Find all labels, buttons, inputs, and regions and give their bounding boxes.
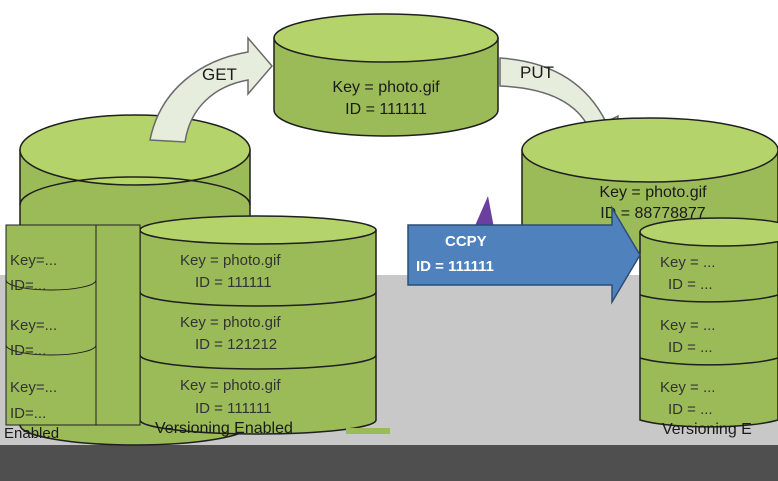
mid-garbled-id-2: ID = 121212 [195, 336, 277, 353]
mid-garbled-key-1: Key = photo.gif [180, 252, 281, 269]
garbled-id-1: ID=... [10, 277, 46, 294]
top-bucket: Key = photo.gif ID = 111111 [273, 13, 499, 137]
mid-garbled-key-2: Key = photo.gif [180, 314, 281, 331]
garbled-key-3: Key=... [10, 379, 57, 396]
triangle-marker-icon [474, 196, 494, 228]
right-garbled-id-2: ID = ... [668, 339, 713, 356]
mid-garbled-id-3: ID = 111111 [195, 400, 272, 417]
copy-id-label: ID = 111111 [416, 258, 494, 275]
get-label: GET [202, 65, 237, 84]
top-bucket-key: Key = photo.gif [332, 79, 440, 96]
caption-middle: Versioning Enabled [155, 420, 293, 437]
right-garbled-key-2: Key = ... [660, 317, 715, 334]
top-bucket-id: ID = 111111 [345, 101, 427, 118]
garbled-id-3: ID=... [10, 405, 46, 422]
right-bucket-id: ID = 88778877 [600, 205, 706, 222]
right-bucket-key: Key = photo.gif [599, 184, 707, 201]
garbled-key-2: Key=... [10, 317, 57, 334]
left-trunk [95, 224, 141, 426]
caption-left-bar [80, 428, 118, 434]
right-version-stack: Key = ... ID = ... Key = ... ID = ... Ke… [639, 217, 778, 428]
copy-label: CCPY [445, 233, 487, 250]
caption-left: Enabled [4, 425, 59, 442]
mid-garbled-id-1: ID = 111111 [195, 274, 272, 291]
left-version-stack: Key=... ID=... Key=... ID=... Key=... ID… [5, 224, 97, 426]
curved-arrow-get-icon: GET [149, 35, 273, 143]
right-garbled-id-1: ID = ... [668, 276, 713, 293]
mid-garbled-key-3: Key = photo.gif [180, 377, 281, 394]
put-label: PUT [520, 63, 554, 82]
right-garbled-key-3: Key = ... [660, 379, 715, 396]
garbled-key-1: Key=... [10, 252, 57, 269]
right-garbled-id-3: ID = ... [668, 401, 713, 418]
garbled-id-2: ID=... [10, 342, 46, 359]
copy-arrow-icon: CCPY ID = 111111 [407, 205, 641, 305]
bottom-bar [0, 445, 778, 481]
caption-right: Versioning E [662, 421, 752, 438]
right-garbled-key-1: Key = ... [660, 254, 715, 271]
middle-version-stack: Key = photo.gif ID = 111111 Key = photo.… [139, 215, 377, 435]
caption-middle-bar [346, 428, 390, 434]
